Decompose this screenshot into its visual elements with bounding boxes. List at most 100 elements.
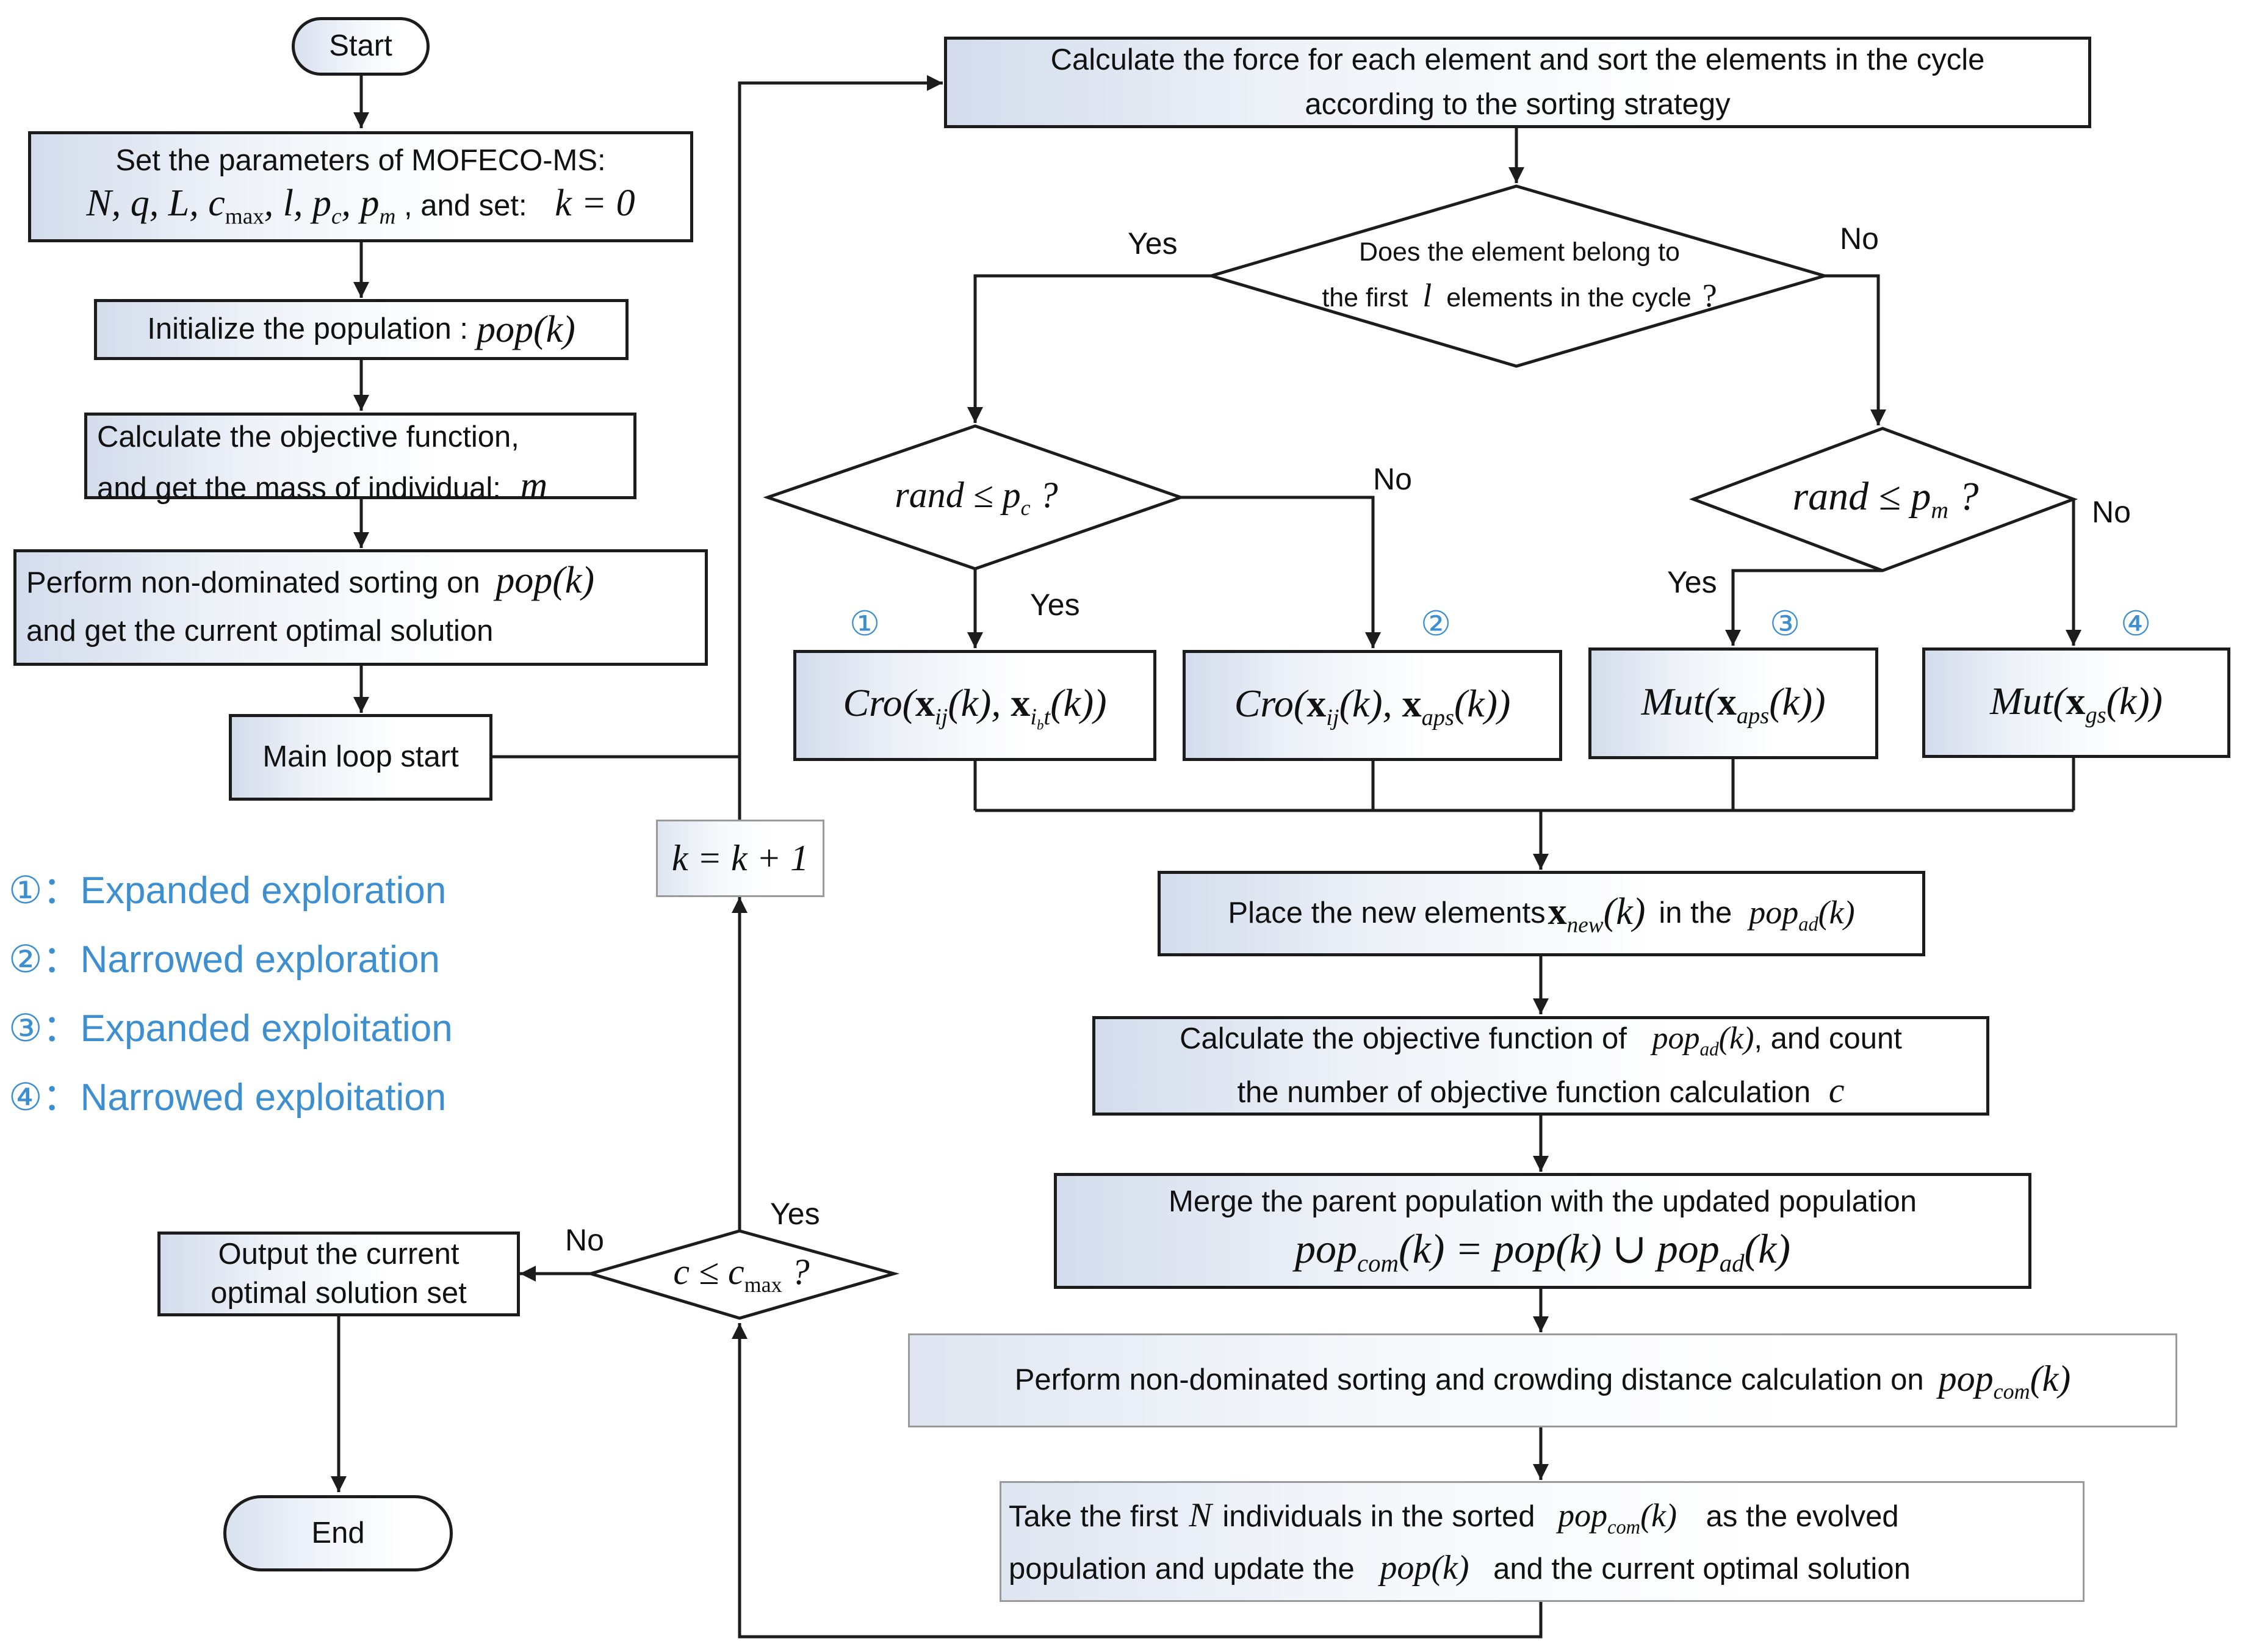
take-first-n-box: Take the first N individuals in the sort…: [1000, 1481, 2085, 1602]
take-line1c: as the evolved: [1706, 1499, 1899, 1533]
mutation-expanded-box: Mut(xaps(k)): [1588, 647, 1878, 759]
decision-belong-text: Does the element belong to the first l e…: [1272, 226, 1767, 326]
start-terminal: Start: [292, 17, 430, 76]
k-update-box: k = k + 1: [656, 820, 824, 897]
legend-item-1: ①：Expanded exploration: [9, 871, 453, 940]
force-line2: according to the sorting strategy: [1305, 88, 1731, 121]
crowding-distance-box: Perform non-dominated sorting and crowdi…: [908, 1333, 2177, 1427]
force-line1: Calculate the force for each element and…: [1050, 43, 1985, 76]
decision-pm-text: rand ≤ pm ?: [1792, 474, 1979, 524]
main-loop-label: Main loop start: [262, 740, 459, 774]
crossover-expanded-box: Cro(xij(k), xibt(k)): [793, 650, 1156, 761]
marker-4: ④: [2121, 604, 2152, 644]
edge-label-yes-pm: Yes: [1667, 565, 1717, 599]
set-parameters-box: Set the parameters of MOFECO-MS: N, q, L…: [28, 131, 693, 242]
edge-label-no-belong: No: [1840, 222, 1879, 256]
place-new-elements-box: Place the new elements xnew(k) in the po…: [1158, 871, 1925, 956]
take-line2: population and update the pop(k) and the…: [1009, 1549, 1911, 1587]
legend-item-2: ②：Narrowed exploration: [9, 940, 453, 1009]
set-params-line2: N, q, L, cmax, l, pc, pm , and set: k = …: [86, 182, 635, 229]
perform-nd-line1: Perform non-dominated sorting on pop(k): [26, 560, 595, 601]
initialize-text: Initialize the population :: [147, 312, 468, 346]
start-label: Start: [329, 29, 392, 63]
legend-item-4-text: Narrowed exploitation: [80, 1077, 447, 1119]
calc-ad-line2-text: the number of objective function calcula…: [1237, 1076, 1811, 1109]
initialize-population-box: Initialize the population : pop(k): [94, 299, 629, 360]
merge-population-box: Merge the parent population with the upd…: [1054, 1173, 2031, 1289]
calc-ad-line1a: Calculate the objective function of: [1180, 1022, 1627, 1055]
edge-mainloop-to-force: [491, 75, 943, 759]
main-loop-box: Main loop start: [229, 714, 492, 801]
decision-belong-shape: [1206, 184, 1830, 368]
calc-obj-line1: Calculate the objective function,: [97, 420, 519, 453]
edge-label-yes-pc: Yes: [1030, 588, 1080, 622]
take-line2b: and the current optimal solution: [1493, 1553, 1911, 1586]
edge-label-yes-belong: Yes: [1128, 226, 1178, 261]
crossover-narrowed-box: Cro(xij(k), xaps(k)): [1183, 650, 1562, 761]
legend-item-4-num: ④: [9, 1075, 43, 1119]
k-update-label: k = k + 1: [671, 837, 809, 878]
calculate-objective-ad-box: Calculate the objective function of popa…: [1092, 1016, 1989, 1116]
take-line1: Take the first N individuals in the sort…: [1009, 1496, 1899, 1538]
mutation-narrowed-box: Mut(xgs(k)): [1922, 647, 2230, 758]
take-line1a: Take the first: [1009, 1499, 1178, 1533]
legend: ①：Expanded exploration ②：Narrowed explor…: [9, 871, 453, 1147]
edge-decision-yes: [967, 274, 1211, 423]
perform-nd-sorting-box: Perform non-dominated sorting on pop(k) …: [13, 549, 708, 666]
legend-item-2-text: Narrowed exploration: [80, 939, 440, 981]
edge-label-yes-check: Yes: [770, 1197, 820, 1231]
decision-check-text: c ≤ cmax ?: [673, 1251, 810, 1297]
perform-crowd-line1: Perform non-dominated sorting and crowdi…: [1014, 1363, 1924, 1397]
decision-pc-text: rand ≤ pc ?: [895, 475, 1058, 520]
calc-ad-line1: Calculate the objective function of popa…: [1180, 1020, 1902, 1060]
perform-nd-line2: and get the current optimal solution: [26, 615, 494, 647]
legend-item-3-num: ③: [9, 1006, 43, 1050]
calc-ad-line2: the number of objective function calcula…: [1237, 1070, 1845, 1111]
set-params-and-set: , and set:: [404, 189, 527, 222]
end-label: End: [311, 1516, 365, 1549]
legend-item-4: ④：Narrowed exploitation: [9, 1078, 453, 1147]
place-line1a: Place the new elements: [1228, 896, 1546, 930]
end-terminal: End: [223, 1495, 453, 1571]
merge-line2: popcom(k) = pop(k) ∪ popad(k): [1294, 1225, 1791, 1277]
marker-2: ②: [1421, 604, 1452, 644]
decision-belong-line2a: the first: [1322, 283, 1408, 312]
edge-pc-no: [1181, 496, 1381, 648]
calc-obj-line2: and get the mass of individual: m: [97, 465, 548, 507]
legend-item-1-num: ①: [9, 868, 43, 912]
take-line2a: population and update the: [1009, 1553, 1355, 1586]
decision-pc-shape: [763, 424, 1186, 571]
edge-label-no-pc: No: [1373, 462, 1412, 496]
output-line1: Output the current: [218, 1237, 459, 1271]
legend-item-2-num: ②: [9, 937, 43, 981]
place-line1b: in the: [1659, 896, 1732, 930]
decision-check-shape: [585, 1229, 900, 1320]
marker-1: ①: [849, 604, 881, 644]
legend-item-4-sep: ：: [42, 1077, 81, 1119]
decision-belong-line1: Does the element belong to: [1359, 237, 1680, 267]
calc-ad-line1b: , and count: [1754, 1022, 1902, 1055]
legend-item-2-sep: ：: [42, 939, 81, 981]
edge-pm-yes: [1725, 569, 1883, 646]
decision-pm-shape: [1688, 427, 2078, 572]
edge-take-to-check: [732, 1323, 1543, 1639]
legend-item-3: ③：Expanded exploitation: [9, 1009, 453, 1078]
edge-decision-no: [1825, 274, 1886, 425]
calculate-force-box: Calculate the force for each element and…: [944, 37, 2091, 128]
decision-belong-line2b: elements in the cycle: [1446, 283, 1692, 312]
take-line1b: individuals in the sorted: [1222, 1499, 1535, 1533]
legend-item-3-sep: ：: [42, 1008, 81, 1050]
legend-item-3-text: Expanded exploitation: [80, 1008, 453, 1050]
legend-item-1-text: Expanded exploration: [80, 870, 447, 912]
calculate-objective-box: Calculate the objective function, and ge…: [84, 413, 636, 507]
edge-label-no-pm: No: [2092, 495, 2131, 529]
decision-belong-line2: the first l elements in the cycle ?: [1322, 276, 1717, 314]
set-params-line1: Set the parameters of MOFECO-MS:: [115, 144, 606, 178]
edge-label-no-check: No: [565, 1223, 604, 1257]
calc-obj-line2-text: and get the mass of individual:: [97, 472, 501, 505]
legend-item-1-sep: ：: [42, 870, 81, 912]
output-line2: optimal solution set: [211, 1276, 467, 1310]
marker-3: ③: [1770, 604, 1801, 644]
